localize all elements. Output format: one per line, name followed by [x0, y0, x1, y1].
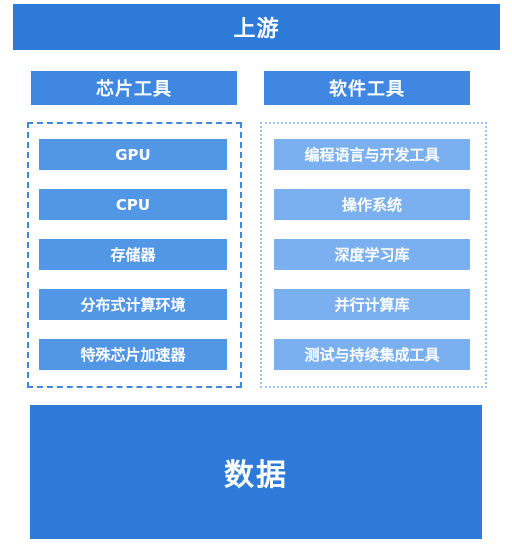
chip-tools-header: 芯片工具	[31, 71, 237, 105]
data-block: 数据	[30, 405, 482, 539]
chip-tools-group	[27, 122, 242, 388]
chip-item-cpu: CPU	[39, 189, 227, 220]
chip-item-special-accelerator: 特殊芯片加速器	[39, 339, 227, 370]
software-item-parallel-computing-library: 并行计算库	[274, 289, 470, 320]
software-item-operating-system: 操作系统	[274, 189, 470, 220]
software-tools-header: 软件工具	[264, 71, 470, 105]
software-tools-group	[260, 122, 487, 388]
chip-item-storage: 存储器	[39, 239, 227, 270]
chip-item-gpu: GPU	[39, 139, 227, 170]
software-item-testing-ci-tools: 测试与持续集成工具	[274, 339, 470, 370]
software-item-deep-learning-library: 深度学习库	[274, 239, 470, 270]
chip-item-distributed-computing: 分布式计算环境	[39, 289, 227, 320]
software-item-programming-languages: 编程语言与开发工具	[274, 139, 470, 170]
upstream-banner: 上游	[13, 4, 500, 50]
